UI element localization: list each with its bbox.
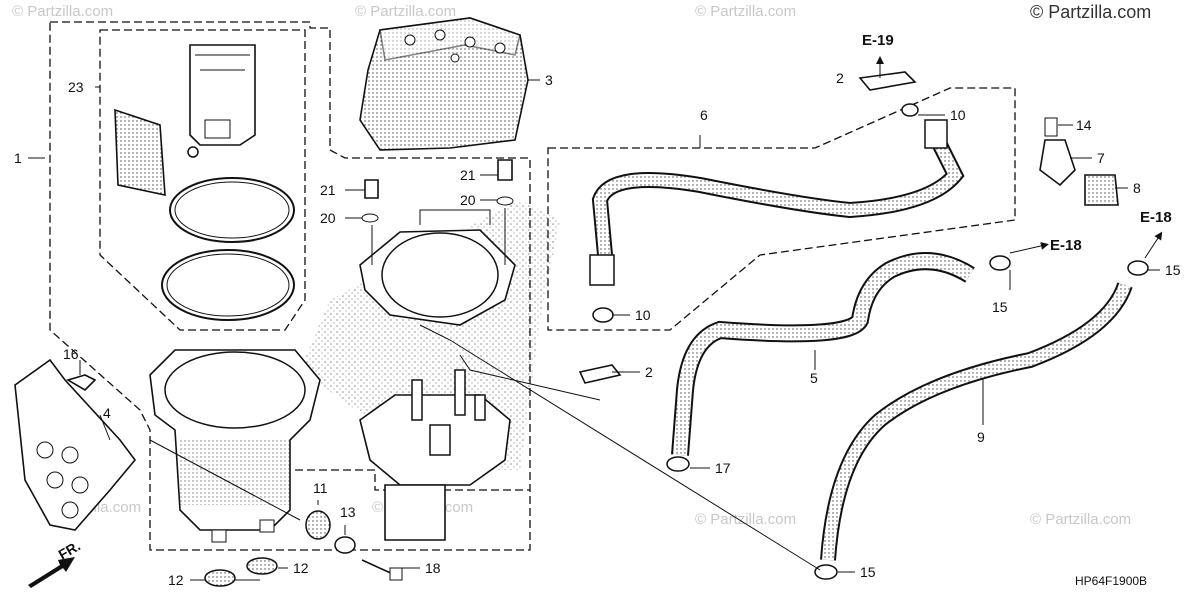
callout-5: 5	[810, 370, 818, 386]
callout-2: 2	[645, 364, 653, 380]
callout-12: 12	[168, 572, 184, 588]
callout-15: 15	[860, 564, 876, 580]
small-parts	[204, 510, 403, 587]
subassembly-outline	[295, 469, 530, 491]
ref-label-e18: E-18	[1140, 209, 1172, 226]
callout-8: 8	[1133, 180, 1141, 196]
callout-6: 6	[700, 107, 708, 123]
callout-15: 15	[1165, 262, 1181, 278]
callout-20: 20	[460, 192, 476, 208]
callout-7: 7	[1097, 150, 1105, 166]
callout-9: 9	[977, 429, 985, 445]
callout-16: 16	[63, 346, 79, 362]
callout-3: 3	[545, 72, 553, 88]
callout-4: 4	[103, 405, 111, 421]
pump-cover	[359, 17, 529, 151]
guard-bracket	[14, 358, 137, 531]
callout-14: 14	[1076, 117, 1092, 133]
callout-20: 20	[320, 210, 336, 226]
callout-1: 1	[14, 150, 22, 166]
watermark-text: © Partzilla.com	[1030, 511, 1131, 528]
watermark-text: © Partzilla.com	[695, 3, 796, 20]
diagram-code: HP64F1900B	[1075, 574, 1147, 588]
callout-11: 11	[313, 480, 328, 496]
pump-kit-parts	[114, 44, 295, 321]
leader-lines	[28, 79, 1160, 581]
front-arrow-label: FR.	[56, 537, 84, 562]
callout-21: 21	[320, 182, 336, 198]
kit-23-outline	[99, 29, 306, 331]
watermark-text: © Partzilla.com	[12, 3, 113, 20]
callout-12: 12	[293, 560, 309, 576]
assembly-1-outline	[49, 21, 531, 551]
reference-arrows	[876, 56, 1163, 259]
clamps	[578, 71, 1149, 580]
callout-23: 23	[68, 79, 84, 95]
watermark-text: © Partzilla.com	[355, 3, 456, 20]
fuel-hoses	[589, 119, 1133, 561]
pump-flange-plate	[359, 159, 516, 326]
fuel-strainer	[149, 349, 321, 543]
hose-6-outline	[547, 87, 1016, 331]
ref-label-e19: E-19	[862, 32, 894, 49]
ref-label-e18: E-18	[1050, 237, 1082, 254]
callout-2: 2	[836, 70, 844, 86]
copyright-text: © Partzilla.com	[1030, 2, 1151, 22]
callout-18: 18	[425, 560, 441, 576]
front-direction-arrow: FR.	[28, 537, 83, 588]
callout-13: 13	[340, 504, 356, 520]
callout-17: 17	[715, 460, 731, 476]
watermark-text: © Partzilla.com	[695, 511, 796, 528]
callout-10: 10	[635, 307, 651, 323]
callout-numbers: 1 2 2 3 4 5 6 7 8 9 10 10 11 12 12 13 14…	[14, 70, 1181, 588]
callout-15: 15	[992, 299, 1008, 315]
callout-21: 21	[460, 167, 476, 183]
fuel-pump-body	[359, 369, 511, 541]
callout-10: 10	[950, 107, 966, 123]
